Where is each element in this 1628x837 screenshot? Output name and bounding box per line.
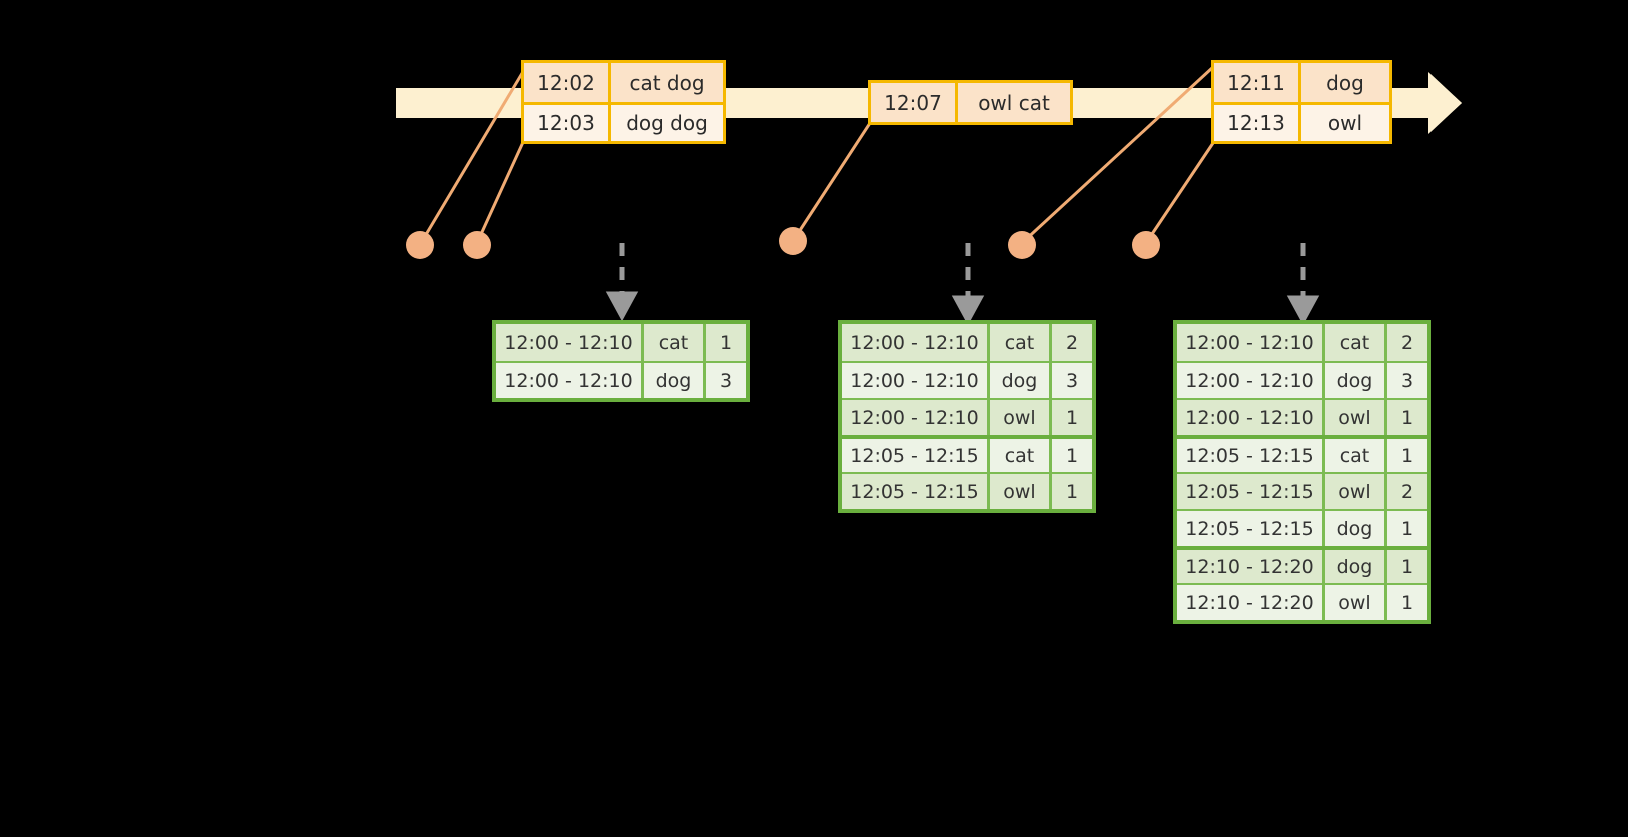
word-cell: owl bbox=[1325, 400, 1387, 435]
word-cell: owl bbox=[1325, 585, 1387, 620]
result-table-2[interactable]: 12:00 - 12:10 cat 2 12:00 - 12:10 dog 3 … bbox=[838, 320, 1096, 513]
word-cell: owl bbox=[990, 400, 1052, 435]
table-row[interactable]: 12:05 - 12:15 cat 1 bbox=[1177, 435, 1427, 472]
event-box-1[interactable]: 12:02 cat dog 12:03 dog dog bbox=[521, 60, 726, 144]
count-cell: 1 bbox=[1400, 517, 1414, 540]
count-cell: 1 bbox=[1400, 406, 1414, 429]
word-cell: dog bbox=[644, 363, 706, 398]
count-cell: 3 bbox=[1065, 369, 1079, 392]
count-cell: 2 bbox=[1400, 331, 1414, 354]
table-row[interactable]: 12:00 - 12:10 dog 3 bbox=[842, 361, 1092, 398]
count-cell: 1 bbox=[1400, 591, 1414, 614]
count-cell: 1 bbox=[1065, 444, 1079, 467]
event-words: dog bbox=[1326, 70, 1364, 95]
window-cell: 12:00 - 12:10 bbox=[1177, 363, 1325, 398]
window-cell: 12:00 - 12:10 bbox=[842, 400, 990, 435]
result-table-3[interactable]: 12:00 - 12:10 cat 2 12:00 - 12:10 dog 3 … bbox=[1173, 320, 1431, 624]
connector-dots bbox=[406, 227, 1160, 259]
event-time: 12:11 bbox=[1214, 63, 1301, 102]
event-box-2[interactable]: 12:07 owl cat bbox=[868, 80, 1073, 125]
emit-arrows bbox=[605, 243, 1320, 326]
event-row[interactable]: 12:07 owl cat bbox=[871, 83, 1070, 122]
window-cell: 12:00 - 12:10 bbox=[496, 363, 644, 398]
event-words: owl bbox=[1327, 111, 1363, 135]
window-cell: 12:10 - 12:20 bbox=[1177, 550, 1325, 583]
count-cell: 3 bbox=[1400, 369, 1414, 392]
window-cell: 12:05 - 12:15 bbox=[1177, 511, 1325, 546]
event-time: 12:02 bbox=[524, 63, 611, 102]
table-row[interactable]: 12:00 - 12:10 owl 1 bbox=[1177, 398, 1427, 435]
window-cell: 12:05 - 12:15 bbox=[1177, 439, 1325, 472]
count-cell: 2 bbox=[1065, 331, 1079, 354]
count-cell: 1 bbox=[1065, 480, 1079, 503]
window-cell: 12:05 - 12:15 bbox=[1177, 474, 1325, 509]
word-cell: cat bbox=[1325, 439, 1387, 472]
table-row[interactable]: 12:05 - 12:15 cat 1 bbox=[842, 435, 1092, 472]
window-cell: 12:00 - 12:10 bbox=[1177, 400, 1325, 435]
table-row[interactable]: 12:00 - 12:10 dog 3 bbox=[496, 361, 746, 398]
word-cell: dog bbox=[990, 363, 1052, 398]
event-words: dog dog bbox=[626, 111, 708, 135]
window-cell: 12:05 - 12:15 bbox=[842, 474, 990, 509]
word-cell: cat bbox=[644, 324, 706, 361]
table-row[interactable]: 12:05 - 12:15 dog 1 bbox=[1177, 509, 1427, 546]
timeline-arrow-head bbox=[1431, 74, 1462, 132]
count-cell: 3 bbox=[719, 369, 733, 392]
word-cell: owl bbox=[1325, 474, 1387, 509]
event-row[interactable]: 12:13 owl bbox=[1214, 102, 1389, 141]
table-row[interactable]: 12:05 - 12:15 owl 1 bbox=[842, 472, 1092, 509]
table-row[interactable]: 12:00 - 12:10 cat 2 bbox=[842, 324, 1092, 361]
word-cell: dog bbox=[1325, 511, 1387, 546]
connector-dot-4 bbox=[1008, 231, 1036, 259]
event-box-3[interactable]: 12:11 dog 12:13 owl bbox=[1211, 60, 1392, 144]
count-cell: 2 bbox=[1400, 480, 1414, 503]
count-cell: 1 bbox=[1400, 444, 1414, 467]
event-time: 12:03 bbox=[524, 105, 611, 141]
count-cell: 1 bbox=[1400, 555, 1414, 578]
word-cell: cat bbox=[990, 324, 1052, 361]
event-row[interactable]: 12:03 dog dog bbox=[524, 102, 723, 141]
connector-dot-5 bbox=[1132, 231, 1160, 259]
connector-dot-1 bbox=[406, 231, 434, 259]
window-cell: 12:00 - 12:10 bbox=[842, 324, 990, 361]
table-row[interactable]: 12:00 - 12:10 owl 1 bbox=[842, 398, 1092, 435]
table-row[interactable]: 12:00 - 12:10 cat 2 bbox=[1177, 324, 1427, 361]
result-table-1[interactable]: 12:00 - 12:10 cat 1 12:00 - 12:10 dog 3 bbox=[492, 320, 750, 402]
window-cell: 12:10 - 12:20 bbox=[1177, 585, 1325, 620]
event-words: owl cat bbox=[978, 90, 1050, 115]
event-words: cat dog bbox=[629, 70, 705, 95]
connector-dot-2 bbox=[463, 231, 491, 259]
word-cell: owl bbox=[990, 474, 1052, 509]
count-cell: 1 bbox=[719, 331, 733, 354]
event-row[interactable]: 12:02 cat dog bbox=[524, 63, 723, 102]
count-cell: 1 bbox=[1065, 406, 1079, 429]
table-row[interactable]: 12:05 - 12:15 owl 2 bbox=[1177, 472, 1427, 509]
word-cell: cat bbox=[990, 439, 1052, 472]
word-cell: dog bbox=[1325, 550, 1387, 583]
window-cell: 12:05 - 12:15 bbox=[842, 439, 990, 472]
window-cell: 12:00 - 12:10 bbox=[496, 324, 644, 361]
connector-dot-3 bbox=[779, 227, 807, 255]
word-cell: cat bbox=[1325, 324, 1387, 361]
event-time: 12:07 bbox=[871, 83, 958, 122]
event-time: 12:13 bbox=[1214, 105, 1301, 141]
window-cell: 12:00 - 12:10 bbox=[842, 363, 990, 398]
table-row[interactable]: 12:10 - 12:20 owl 1 bbox=[1177, 583, 1427, 620]
event-row[interactable]: 12:11 dog bbox=[1214, 63, 1389, 102]
table-row[interactable]: 12:00 - 12:10 dog 3 bbox=[1177, 361, 1427, 398]
window-cell: 12:00 - 12:10 bbox=[1177, 324, 1325, 361]
table-row[interactable]: 12:10 - 12:20 dog 1 bbox=[1177, 546, 1427, 583]
word-cell: dog bbox=[1325, 363, 1387, 398]
table-row[interactable]: 12:00 - 12:10 cat 1 bbox=[496, 324, 746, 361]
